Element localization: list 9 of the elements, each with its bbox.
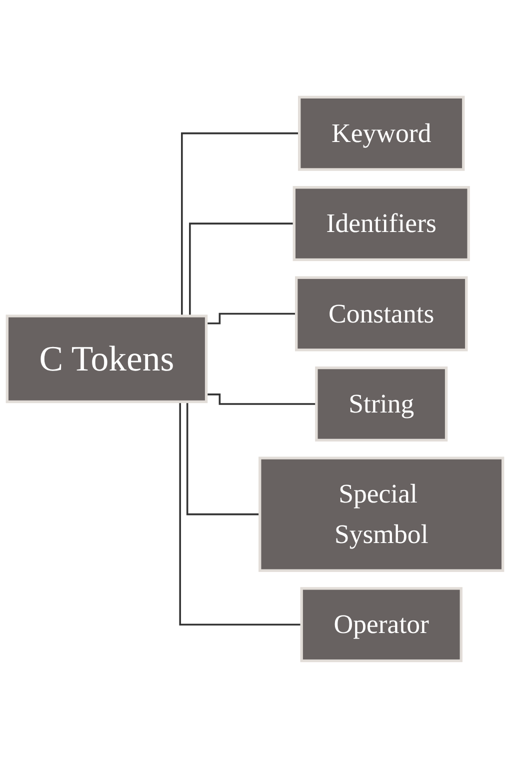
node-box: Operator: [300, 586, 462, 662]
connector: [206, 312, 296, 324]
node-box: String: [315, 366, 448, 442]
node-box: Identifiers: [292, 186, 470, 261]
node-box: Keyword: [298, 95, 465, 170]
node-box: C Tokens: [6, 314, 208, 403]
connector: [206, 393, 316, 404]
node-box: Special Sysmbol: [258, 456, 504, 572]
node-box: Constants: [295, 276, 468, 351]
